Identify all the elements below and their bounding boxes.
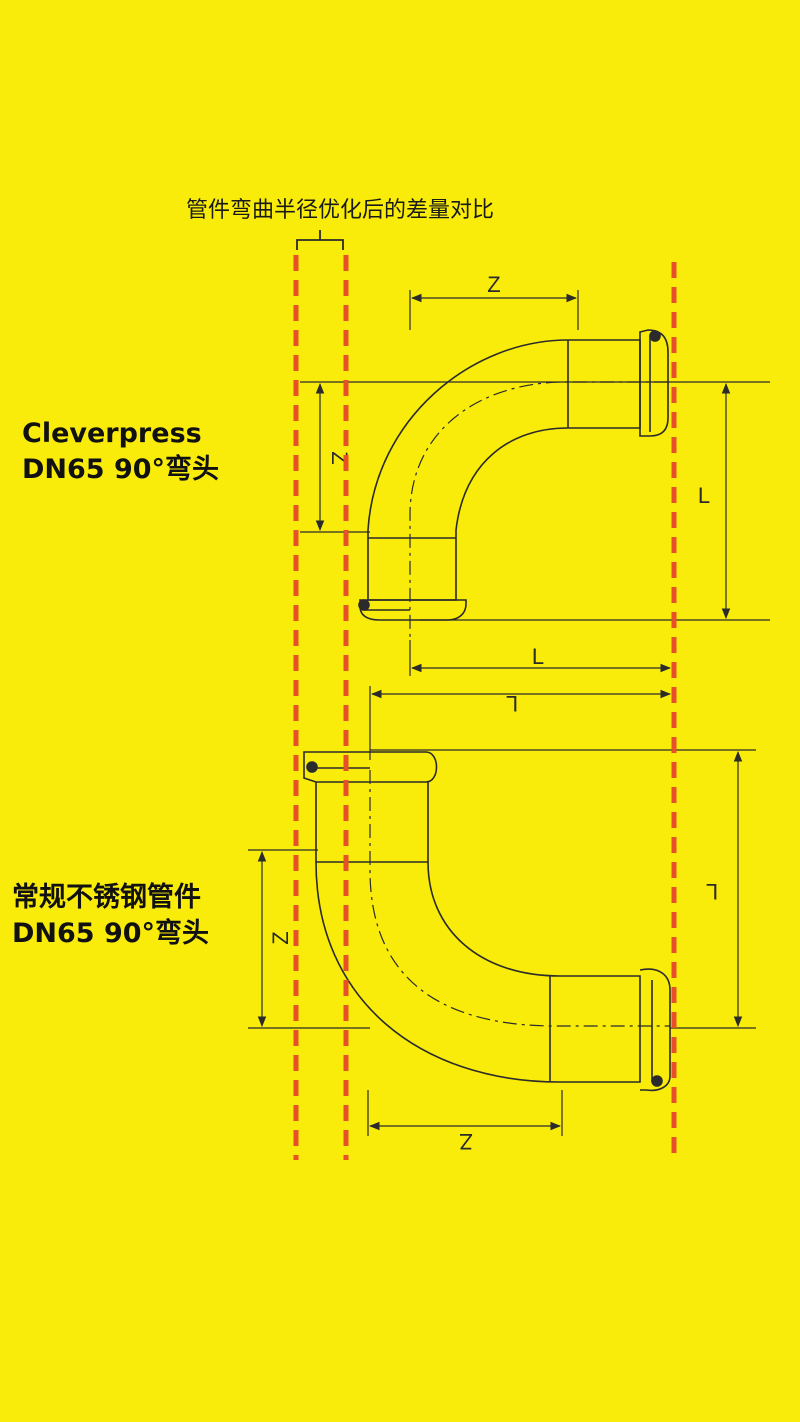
top-fitting-brand: Cleverpress [22, 418, 202, 449]
top-dimension-lines [300, 290, 770, 676]
top-l-vertical-label: L [698, 483, 710, 508]
bottom-fitting-spec: DN65 90°弯头 [12, 918, 210, 949]
caption-bracket [296, 230, 344, 250]
top-fitting-label: Cleverpress DN65 90°弯头 [22, 416, 219, 488]
bottom-fitting-type: 常规不锈钢管件 [12, 882, 201, 913]
bottom-dimension-lines [248, 686, 756, 1136]
bottom-fitting-label: 常规不锈钢管件 DN65 90°弯头 [12, 880, 209, 952]
top-fitting-spec: DN65 90°弯头 [22, 454, 220, 485]
bottom-z-vertical-label: Z [268, 931, 293, 944]
top-z-horizontal-label: Z [487, 272, 500, 297]
bottom-dimension-labels: L L Z Z [268, 691, 718, 1154]
bottom-elbow-drawing [303, 751, 671, 1092]
reference-lines [293, 255, 677, 1160]
comparison-caption: 管件弯曲半径优化后的差量对比 [185, 198, 494, 223]
top-l-horizontal-label: L [532, 644, 544, 669]
bottom-l-horizontal-label: L [506, 691, 518, 716]
bottom-l-vertical-label: L [706, 879, 718, 904]
top-elbow-drawing [358, 329, 669, 640]
bottom-z-horizontal-label: Z [459, 1129, 472, 1154]
